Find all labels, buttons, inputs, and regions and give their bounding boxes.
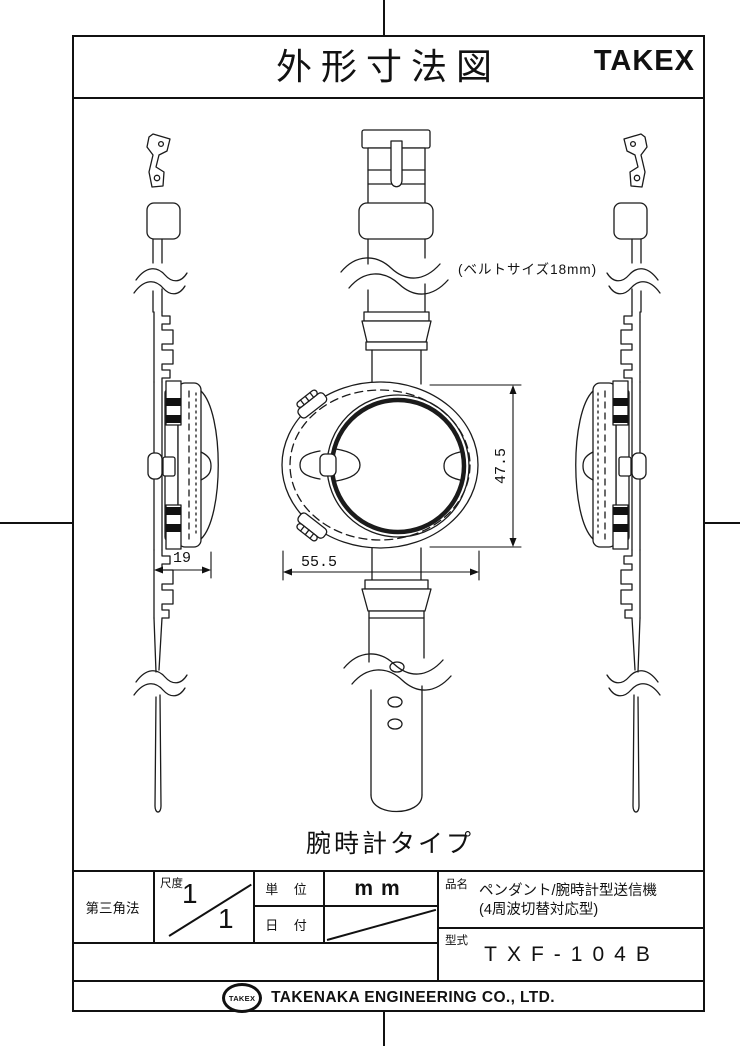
product-name-line1: ペンダント/腕時計型送信機 (479, 883, 658, 899)
date-slash (326, 908, 437, 941)
buckle-prong (390, 140, 403, 188)
company-name: TAKENAKA ENGINEERING CO., LTD. (271, 989, 555, 1006)
scale-numerator: 1 (182, 878, 198, 909)
case-dome (200, 390, 219, 540)
strap-hole (387, 696, 403, 708)
unit-label-cell: 単 位 (255, 872, 325, 907)
scale-slash (168, 883, 252, 937)
rim-button-lower (296, 512, 328, 542)
title-bar: 外形寸法図 TAKEX (74, 37, 703, 99)
scale-cell: 尺度 1 1 (155, 872, 255, 942)
scale-label: 尺度 (160, 878, 183, 890)
date-value-cell (325, 907, 437, 942)
dimensions: 47.5 55.5 19 (154, 384, 522, 581)
strap-keeper-side (146, 202, 181, 240)
side-view-right (575, 133, 661, 813)
projection-cell: 第三角法 (72, 872, 155, 942)
side-view-left (133, 133, 219, 813)
belt-size-note: (ベルトサイズ18mm) (458, 262, 597, 277)
view-caption: 腕時計タイプ (306, 830, 474, 858)
model-cell: 型式 TXF-104B (439, 929, 705, 980)
unit-value-cell: mm (325, 872, 437, 907)
takex-oval-logo: TAKEX (222, 983, 263, 1013)
rim-button-upper (296, 389, 328, 419)
dim-thickness: 19 (173, 550, 191, 567)
center-mark-top (383, 0, 385, 35)
strap-hole (389, 661, 405, 673)
case-outline (281, 381, 479, 549)
scale-denominator: 1 (218, 903, 234, 934)
model-value: TXF-104B (484, 943, 660, 966)
empty-cell (72, 942, 437, 980)
front-view (281, 129, 479, 813)
title-block-right: 品名 ペンダント/腕時計型送信機 (4周波切替対応型) 型式 TXF-104B (437, 872, 705, 980)
center-mark-left (0, 522, 72, 524)
dim-height: 47.5 (493, 448, 510, 484)
strap-hole (387, 718, 403, 730)
product-label: 品名 (445, 879, 468, 891)
product-name-line2: (4周波切替対応型) (479, 902, 599, 918)
company-footer: TAKEX TAKENAKA ENGINEERING CO., LTD. (72, 980, 705, 1014)
strap-keeper (358, 202, 434, 240)
takex-logo: TAKEX (593, 45, 695, 77)
dim-width: 55.5 (301, 554, 337, 571)
center-mark-right (703, 522, 740, 524)
title-block: 第三角法 尺度 1 1 単 位 mm 日 付 品名 ペンダント/腕時計型送信機 … (72, 870, 705, 1014)
model-label: 型式 (445, 935, 468, 947)
page-title: 外形寸法図 (275, 46, 501, 87)
date-label-cell: 日 付 (255, 907, 325, 942)
center-mark-bottom (383, 1010, 385, 1046)
product-name-cell: 品名 ペンダント/腕時計型送信機 (4周波切替対応型) (439, 872, 705, 929)
buckle-side (146, 133, 171, 188)
